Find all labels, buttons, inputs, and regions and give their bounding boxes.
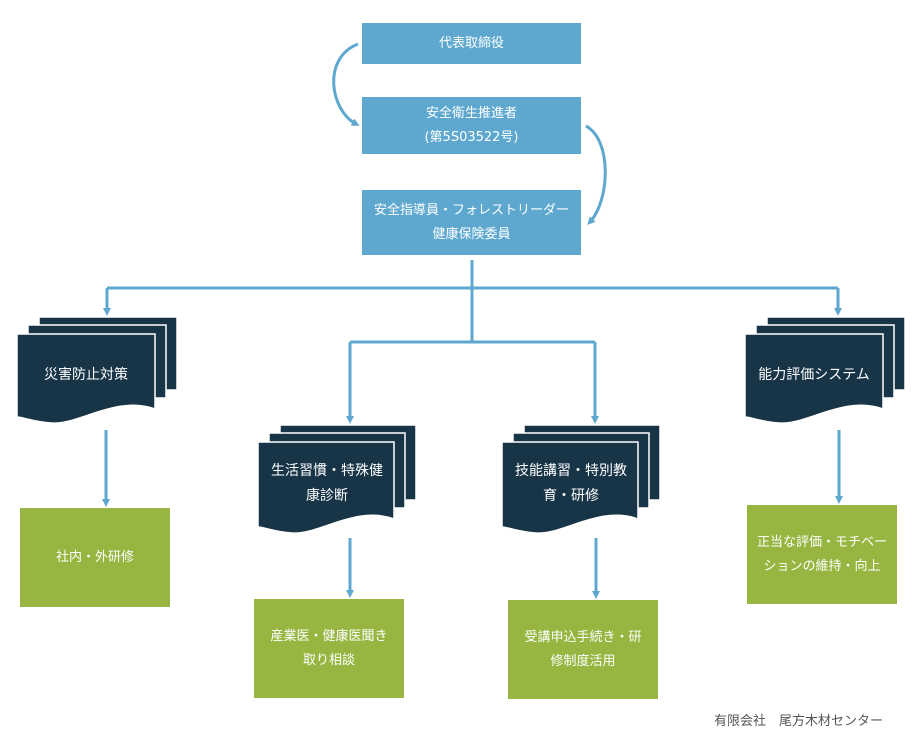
hierarchy-box-representative-director: 代表取締役 (362, 23, 581, 64)
measure-label: 社内・外研修 (55, 549, 134, 565)
category-label: 技能講習・特別教 (515, 463, 627, 479)
measure-label: 受講申込手続き・研 (524, 629, 642, 645)
hierarchy-box-registration-number: (第5S03522号) (424, 129, 519, 145)
category-label: 生活習慣・特殊健 (271, 463, 383, 479)
category-label: 能力評価システム (758, 366, 870, 383)
hierarchy-box-label: 安全衛生推進者 (425, 105, 517, 121)
multiple-documents-icon (744, 316, 906, 424)
document-sheet-front (744, 333, 884, 424)
hierarchy-box-label: 代表取締役 (438, 35, 504, 51)
category-label: 災害防止対策 (44, 366, 128, 383)
measure-box-doctor-consultation: 産業医・健康医聞き 取り相談 (254, 599, 404, 698)
company-name: 有限会社 尾方木材センター (713, 714, 883, 729)
multiple-documents-icon (501, 424, 661, 534)
measure-box-training: 社内・外研修 (20, 508, 170, 607)
hierarchy-box-label: 健康保険委員 (432, 226, 511, 242)
document-sheet-front (501, 441, 639, 534)
measure-box-course-application: 受講申込手続き・研 修制度活用 (508, 600, 658, 699)
category-skill-evaluation-system: 能力評価システム (745, 335, 883, 415)
multiple-documents-icon (16, 316, 178, 424)
category-skills-training: 技能講習・特別教 育・研修 (502, 444, 640, 524)
category-label: 康診断 (306, 488, 348, 504)
measure-label: 産業医・健康医聞き (270, 628, 388, 644)
hierarchy-box-safety-instructor: 安全指導員・フォレストリーダー 健康保険委員 (362, 190, 581, 255)
measure-label: 取り相談 (302, 652, 355, 668)
hierarchy-box-safety-health-promoter: 安全衛生推進者 (第5S03522号) (362, 97, 581, 154)
multiple-documents-icon (257, 424, 417, 534)
document-sheet-front (16, 333, 156, 424)
measure-label: ションの維持・向上 (763, 558, 881, 574)
category-health-checkup: 生活習慣・特殊健 康診断 (258, 444, 396, 524)
hierarchy-box-label: 安全指導員・フォレストリーダー (373, 202, 569, 218)
measure-label: 修制度活用 (550, 653, 616, 669)
curved-arrow-promoter-to-instructor (585, 124, 607, 225)
measure-box-fair-evaluation: 正当な評価・モチベー ションの維持・向上 (747, 505, 897, 604)
curved-arrow-director-to-promoter (332, 42, 360, 126)
category-label: 育・研修 (543, 488, 599, 504)
document-sheet-front (257, 441, 395, 534)
category-disaster-prevention: 災害防止対策 (17, 335, 155, 415)
measure-label: 正当な評価・モチベー (756, 534, 887, 550)
